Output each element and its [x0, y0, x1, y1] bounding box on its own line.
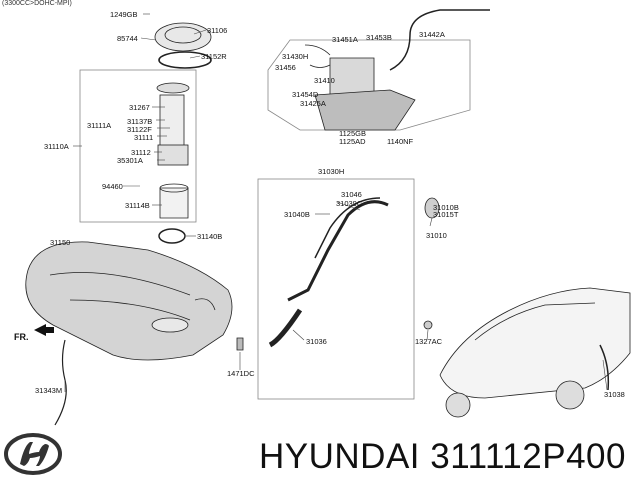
label-31112: 31112	[131, 148, 151, 157]
label-31010B: 31010B	[433, 203, 459, 212]
label-31040B: 31040B	[284, 210, 310, 219]
label-31046: 31046	[341, 190, 362, 199]
label-1471DC: 1471DC	[227, 369, 255, 378]
wheel-front	[445, 392, 471, 418]
label-85744: 85744	[117, 34, 138, 43]
label-31111A: 31111A	[87, 121, 112, 130]
label-1327AC: 1327AC	[415, 337, 443, 346]
label-31030H: 31030H	[318, 167, 345, 176]
label-31036: 31036	[306, 337, 327, 346]
label-1125GB: 1125GB	[339, 129, 366, 138]
label-31152R: 31152R	[201, 52, 227, 61]
sensor-cable	[54, 339, 67, 426]
label-1249GB: 1249GB	[110, 10, 138, 19]
label-31140B: 31140B	[197, 232, 223, 241]
label-31039C: 31039C	[336, 199, 363, 208]
label-31114B: 31114B	[125, 201, 150, 210]
vent-hose	[389, 9, 490, 71]
label-31451A: 31451A	[332, 35, 358, 44]
fuel-filter	[159, 187, 189, 219]
filler-hose	[268, 308, 303, 348]
label-1140NF: 1140NF	[387, 137, 414, 146]
label-31456: 31456	[275, 63, 296, 72]
label-31410: 31410	[314, 76, 335, 85]
fuel-tank	[25, 241, 233, 361]
label-31015T: 31015T	[433, 210, 459, 219]
label-31010: 31010	[426, 231, 447, 240]
label-31111: 31111	[134, 133, 154, 142]
variant-header: (3300CC>DOHC-MPI)	[2, 0, 72, 7]
label-31442A: 31442A	[419, 30, 445, 39]
label-94460: 94460	[102, 182, 123, 191]
drain-plug	[423, 320, 433, 330]
front-arrow-icon	[34, 324, 54, 336]
front-marker-label: FR.	[14, 332, 29, 342]
filler-pipe	[287, 200, 389, 302]
label-31343M: 31343M	[35, 386, 63, 395]
hyundai-logo-icon	[4, 433, 62, 475]
filler-door	[599, 344, 610, 391]
vehicle	[439, 287, 631, 399]
label-35301A: 35301A	[117, 156, 143, 165]
label-1125AD: 1125AD	[339, 137, 366, 146]
label-31430H: 31430H	[282, 52, 309, 61]
label-31038: 31038	[604, 390, 625, 399]
label-31137B: 31137B	[127, 117, 153, 126]
label-31122F: 31122F	[127, 125, 152, 134]
label-31106: 31106	[207, 26, 228, 35]
canister-group-frame	[267, 39, 471, 131]
label-31425A: 31425A	[300, 99, 326, 108]
gasket	[156, 82, 190, 94]
brand-part-number: HYUNDAI 311112P400	[259, 437, 626, 476]
wheel-rear	[555, 380, 585, 410]
label-31267: 31267	[129, 103, 150, 112]
label-31110A: 31110A	[44, 142, 69, 151]
tank-ring	[158, 228, 186, 244]
label-31453B: 31453B	[366, 33, 392, 42]
lock-ring	[158, 51, 212, 69]
pump-module	[159, 94, 185, 151]
label-31454D: 31454D	[292, 90, 319, 99]
filler-group-frame	[257, 178, 415, 400]
clamp	[236, 337, 244, 351]
label-31150: 31150	[50, 238, 71, 247]
